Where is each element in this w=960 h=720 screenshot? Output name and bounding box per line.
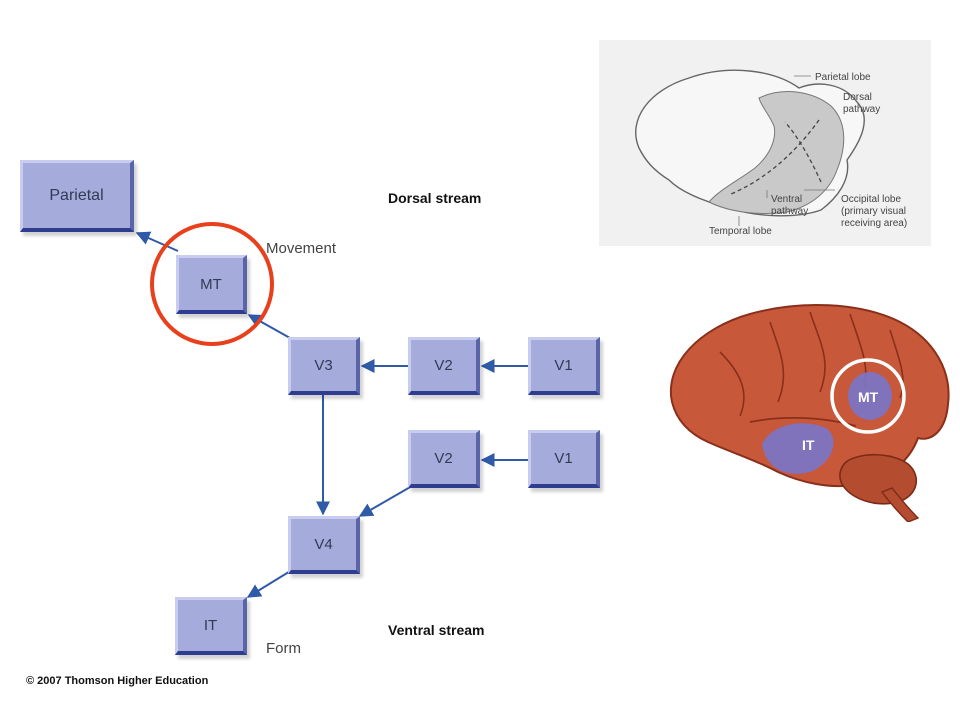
arrow-v3-to-mt	[247, 314, 291, 339]
node-v1-top: V1	[528, 337, 600, 395]
inset-occipital-2: (primary visual	[841, 206, 906, 217]
ventral-stream-label: Ventral stream	[388, 622, 485, 638]
brain-illustration: MT IT	[669, 304, 950, 522]
copyright-text: © 2007 Thomson Higher Education	[26, 675, 209, 687]
node-v2-bottom: V2	[408, 430, 480, 488]
dorsal-stream-label: Dorsal stream	[388, 190, 482, 206]
node-v1-bottom: V1	[528, 430, 600, 488]
arrow-v4-to-it	[246, 569, 293, 598]
node-v3: V3	[288, 337, 360, 395]
arrow-mt-to-parietal	[135, 231, 179, 252]
inset-occipital-3: receiving area)	[841, 218, 907, 229]
inset-parietal-lobe: Parietal lobe	[815, 72, 871, 83]
node-mt: MT	[176, 255, 247, 314]
inset-dorsal-2: pathway	[843, 104, 880, 115]
inset-brain-sketch: Parietal lobe Dorsal pathway Ventral pat…	[599, 40, 931, 246]
movement-label: Movement	[266, 240, 337, 257]
node-v2-top: V2	[408, 337, 480, 395]
inset-temporal-lobe: Temporal lobe	[709, 226, 772, 237]
inset-ventral-1: Ventral	[771, 194, 802, 205]
inset-ventral-2: pathway	[771, 206, 808, 217]
node-v4: V4	[288, 516, 360, 574]
arrow-v2-bottom-to-v4	[358, 485, 413, 517]
inset-occipital-1: Occipital lobe	[841, 194, 901, 205]
form-label: Form	[266, 640, 301, 657]
node-parietal: Parietal	[20, 160, 134, 232]
brain-mt-label: MT	[858, 389, 879, 405]
brain-it-label: IT	[802, 437, 815, 453]
inset-dorsal-1: Dorsal	[843, 92, 872, 103]
node-it: IT	[175, 597, 247, 655]
